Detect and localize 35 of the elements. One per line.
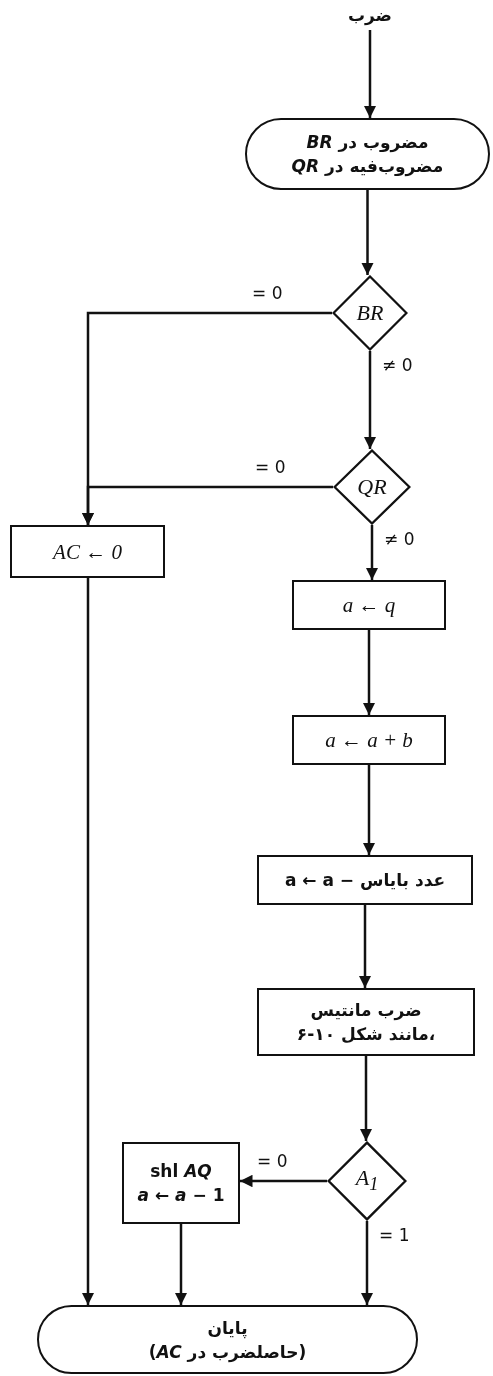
node-text: a ← a + b: [325, 728, 413, 752]
arrow: [359, 1056, 373, 1141]
decision-diamond: [332, 275, 408, 351]
node-text: ضرب مانتیس: [310, 999, 422, 1022]
process-box: [257, 988, 475, 1056]
arrow: [358, 905, 372, 988]
process-box: [10, 525, 165, 578]
node-text: A$_{1}$: [355, 1165, 379, 1197]
node-text: BR: [356, 301, 384, 325]
arrow: [363, 351, 377, 449]
node-text: AC ← 0: [53, 539, 122, 564]
arrow: [240, 1174, 327, 1188]
arrow: [360, 1221, 374, 1305]
node-text: a ← a − 1: [137, 1184, 225, 1207]
decision-diamond: [333, 449, 411, 525]
arrow: [81, 485, 333, 525]
arrow: [365, 525, 379, 580]
arrow: [361, 190, 374, 275]
arrow: [363, 30, 377, 118]
node-text: ،مانند شکل ۱۰-۶: [296, 1023, 436, 1046]
process-box: [292, 580, 446, 630]
process-box: [292, 715, 446, 765]
node-text: QR: [357, 475, 387, 499]
arrow: [362, 765, 376, 855]
process-box: [257, 855, 473, 905]
node-text: a ← q: [342, 593, 396, 617]
node-text: shl AQ: [150, 1160, 212, 1183]
process-box: [122, 1142, 240, 1224]
arrow: [81, 578, 95, 1305]
arrow: [362, 630, 376, 715]
node-text: a ← a − عدد بایاس: [284, 869, 446, 892]
start-label: ضرب: [347, 4, 393, 27]
decision-diamond: [327, 1141, 407, 1221]
node-text: پایان: [207, 1316, 248, 1340]
arrow: [174, 1224, 188, 1305]
